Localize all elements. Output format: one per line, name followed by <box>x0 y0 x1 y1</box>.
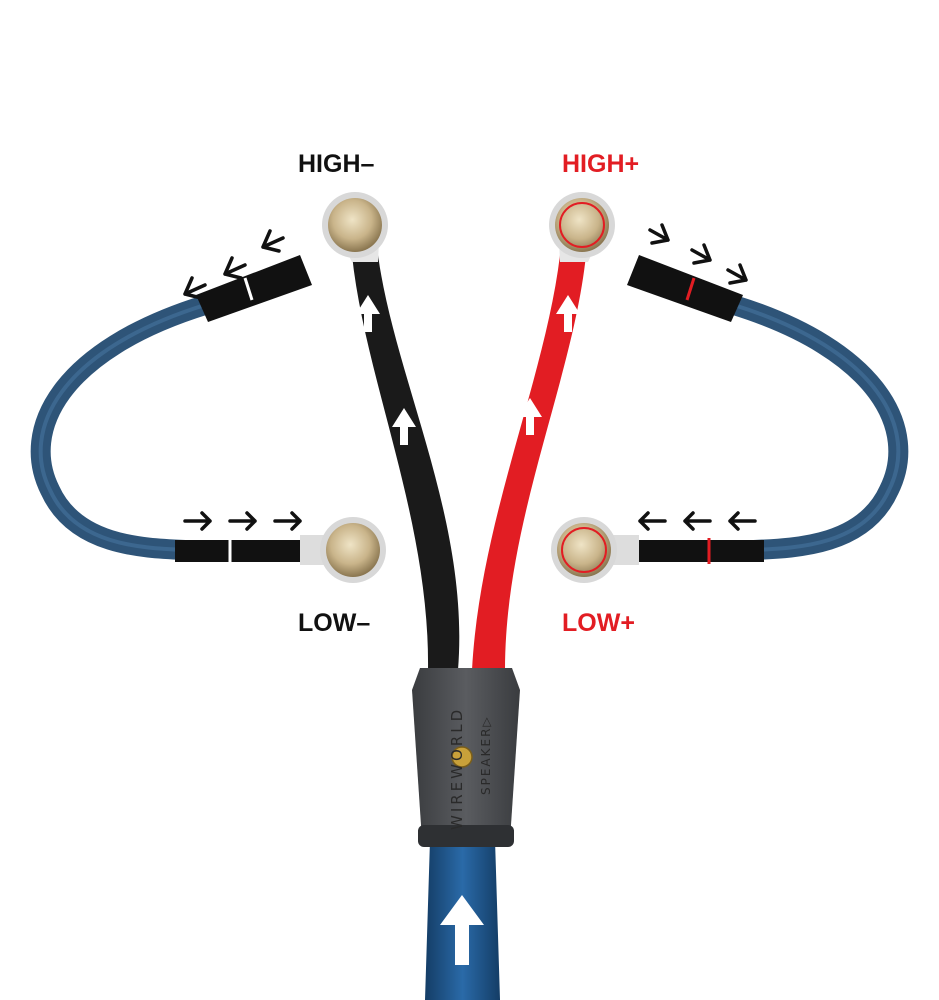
terminal-low-plus <box>551 517 617 583</box>
left-jumper-cable <box>30 255 330 565</box>
arrow-right-icon <box>183 511 302 531</box>
arrow-right-icon <box>648 223 748 285</box>
arrow-left-icon <box>183 229 285 300</box>
label-high-minus: HIGH– <box>298 150 375 178</box>
terminal-high-plus <box>549 192 615 262</box>
arrow-up-icon <box>356 295 380 332</box>
label-low-plus: LOW+ <box>562 609 635 637</box>
wireworld-logo-badge <box>451 746 473 768</box>
arrow-up-icon <box>440 895 484 965</box>
label-low-minus: LOW– <box>298 609 370 637</box>
arrow-up-icon <box>556 295 580 332</box>
arrow-up-icon <box>392 408 416 445</box>
arrow-left-icon <box>638 511 757 531</box>
direction-arrows <box>183 223 757 531</box>
negative-ribbon-cable <box>352 255 460 670</box>
label-high-plus: HIGH+ <box>562 150 639 178</box>
splitter-housing: WIREWORLD SPEAKER▷ <box>412 668 520 847</box>
arrow-up-icon <box>518 398 542 435</box>
terminal-high-minus <box>322 192 388 262</box>
positive-ribbon-cable <box>472 255 586 670</box>
model-text: SPEAKER▷ <box>479 715 493 795</box>
terminal-low-minus <box>320 517 386 583</box>
right-jumper-cable <box>609 255 909 565</box>
main-cable <box>425 840 500 1000</box>
brand-text: WIREWORLD <box>448 707 466 830</box>
